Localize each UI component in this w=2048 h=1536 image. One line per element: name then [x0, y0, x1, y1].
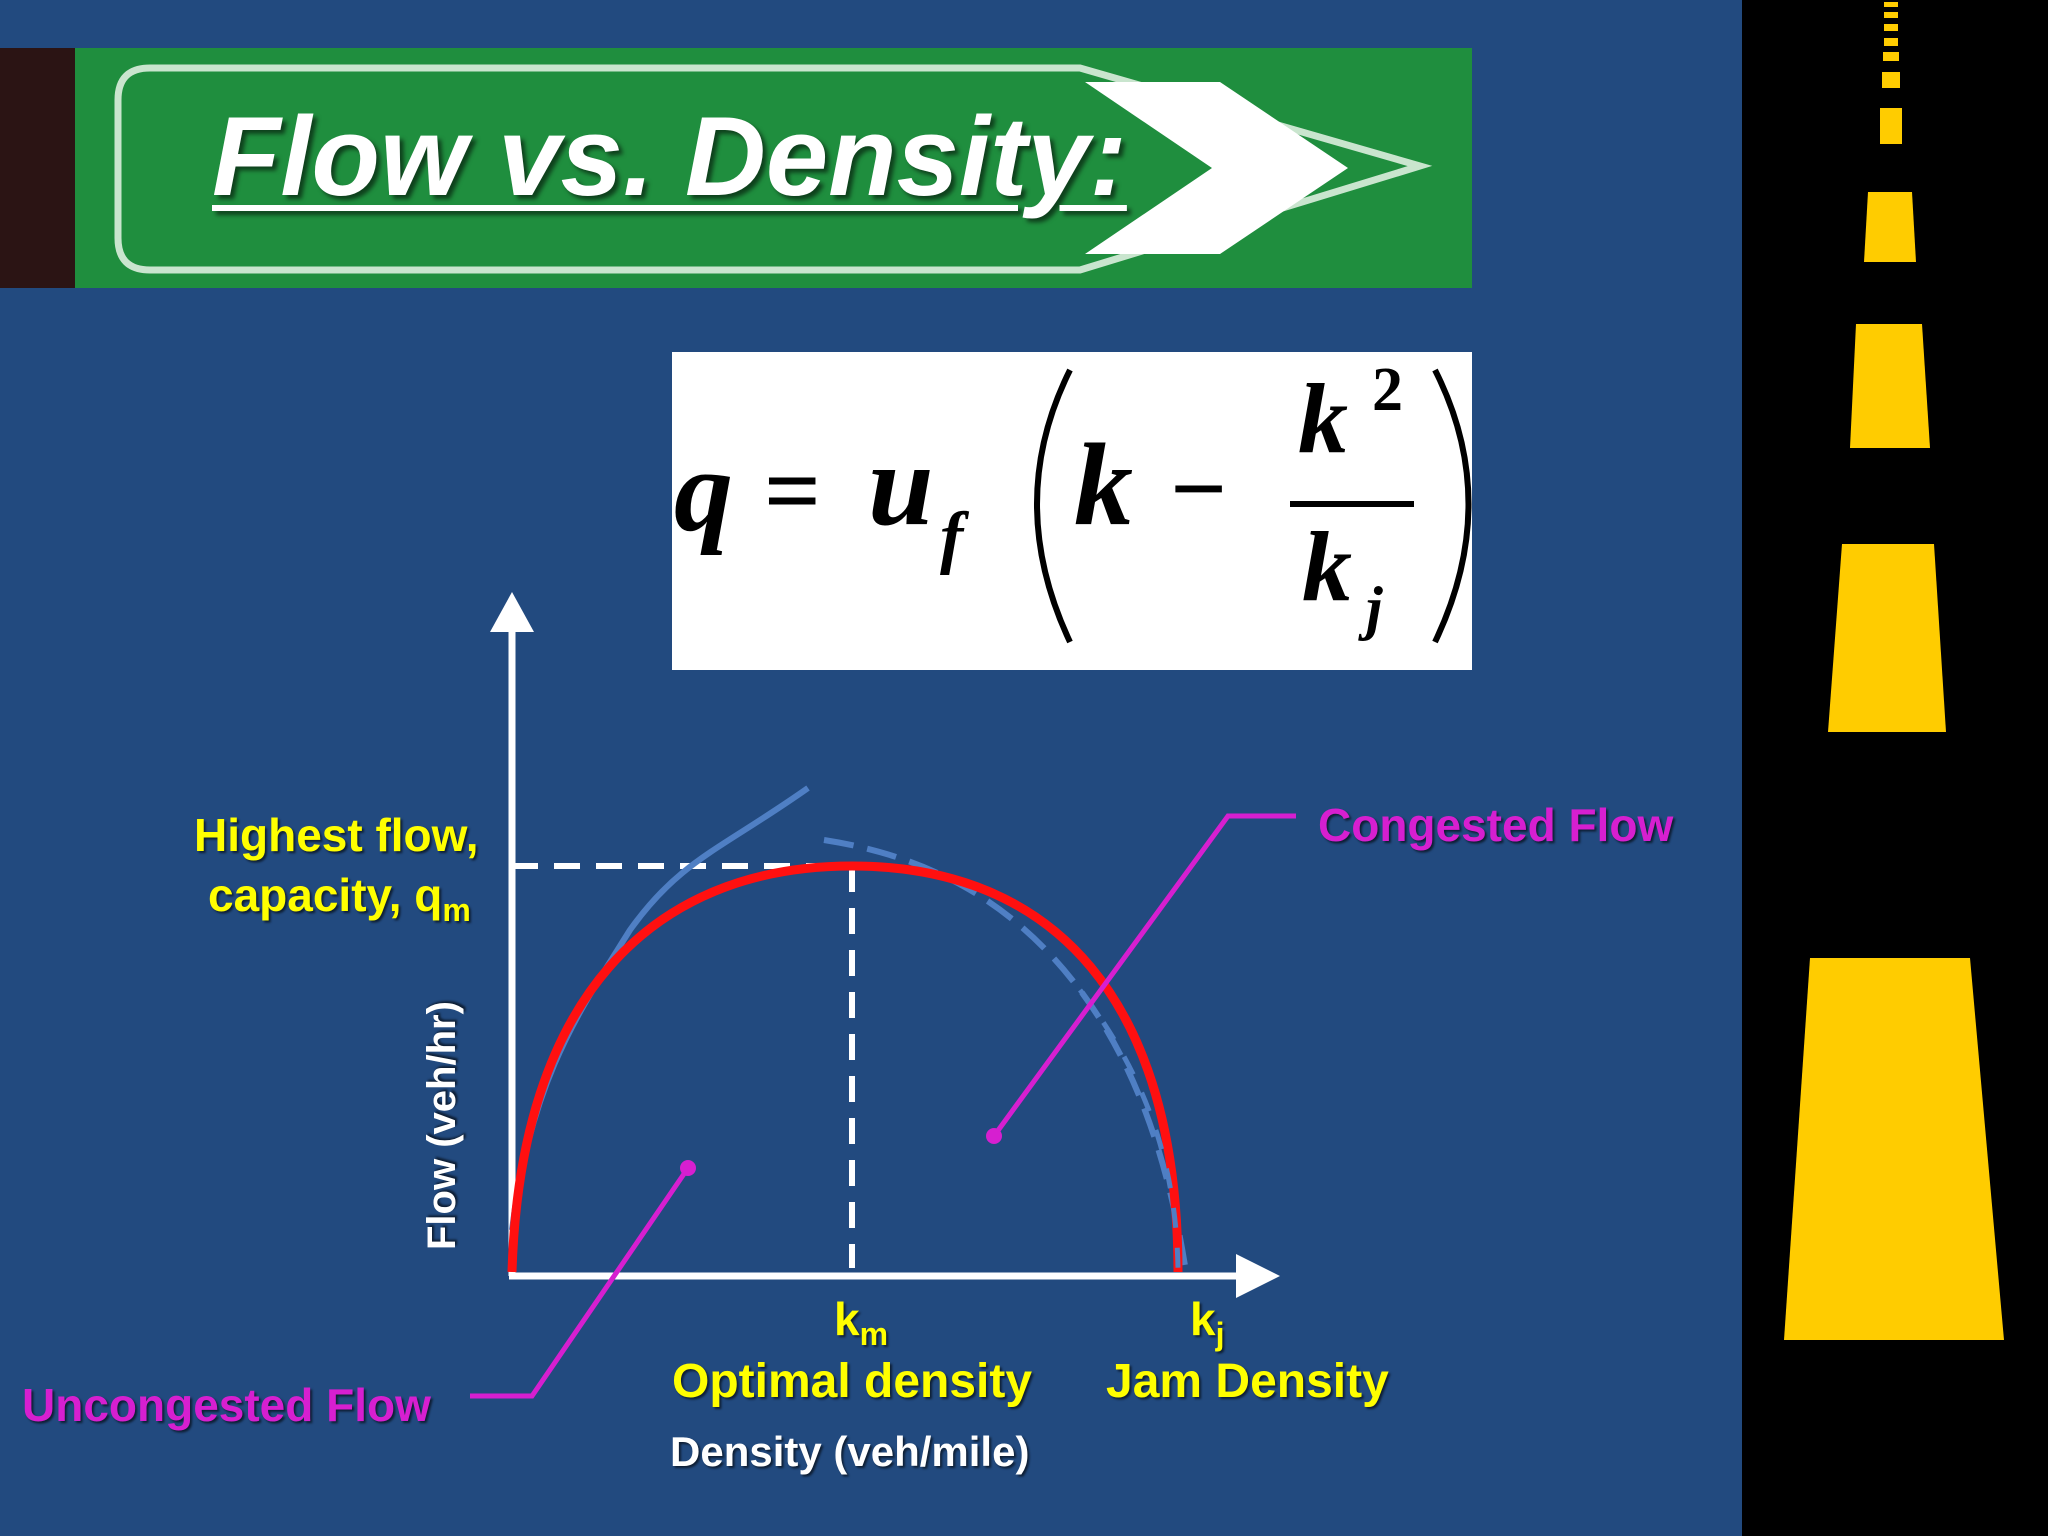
- km-label-subscript: m: [859, 1316, 889, 1353]
- congested-segment-dash: [1078, 988, 1181, 1269]
- formula-box: q = u f k − k 2 k j: [672, 352, 1472, 670]
- uncongested-flow-callout-line: [470, 1166, 691, 1399]
- capacity-label-subscript: m: [442, 892, 471, 929]
- kj-label-subscript: j: [1215, 1316, 1225, 1353]
- formula-q: q: [674, 425, 733, 556]
- formula-k: k: [1074, 419, 1133, 550]
- highest-flow-label-line1: Highest flow,: [194, 809, 479, 861]
- formula-u: u: [868, 419, 934, 550]
- road-lane-markings: [1784, 2, 2004, 1340]
- uncongested-flow-label: Uncongested Flow: [22, 1379, 431, 1431]
- theoretical-flow-curve: [507, 861, 1183, 1273]
- jam-density-label: Jam Density: [1106, 1355, 1389, 1408]
- title-sign: [0, 48, 1472, 288]
- slide-title: Flow vs. Density:: [212, 94, 1127, 219]
- formula-right-paren: [1432, 368, 1472, 644]
- formula-left-paren: [1034, 368, 1073, 644]
- formula-numerator-exp: 2: [1372, 356, 1403, 424]
- observed-flow-curve-left: [509, 785, 810, 1231]
- congested-flow-callout-dot: [986, 1128, 1002, 1144]
- capacity-label: capacity, q: [208, 869, 443, 921]
- optimal-density-label: Optimal density: [672, 1355, 1033, 1408]
- congested-flow-label: Congested Flow: [1318, 799, 1674, 851]
- flow-density-diagram: [470, 592, 1296, 1399]
- highest-flow-label-line2: capacity, qm: [208, 868, 471, 929]
- chevron-right-icon: [1085, 82, 1348, 254]
- formula-equals: =: [764, 435, 821, 546]
- formula-numerator-k: k: [1298, 363, 1348, 474]
- road-decoration: [1742, 0, 2048, 1536]
- km-label-main: k: [834, 1293, 860, 1345]
- formula-minus: −: [1170, 433, 1227, 544]
- kj-label-main: k: [1190, 1293, 1216, 1345]
- congested-flow-callout-line: [991, 813, 1296, 1138]
- observed-flow-curve-right: [823, 837, 1189, 1273]
- km-label: km: [834, 1292, 888, 1353]
- x-axis-label: Density (veh/mile): [670, 1428, 1030, 1475]
- formula-denominator-k: k: [1302, 511, 1352, 622]
- uncongested-flow-callout-dot: [680, 1160, 696, 1176]
- y-axis-arrowhead: [490, 592, 534, 632]
- x-axis-arrowhead: [1236, 1254, 1280, 1298]
- kj-label: kj: [1190, 1292, 1224, 1353]
- y-axis-label: Flow (veh/hr): [420, 1001, 464, 1250]
